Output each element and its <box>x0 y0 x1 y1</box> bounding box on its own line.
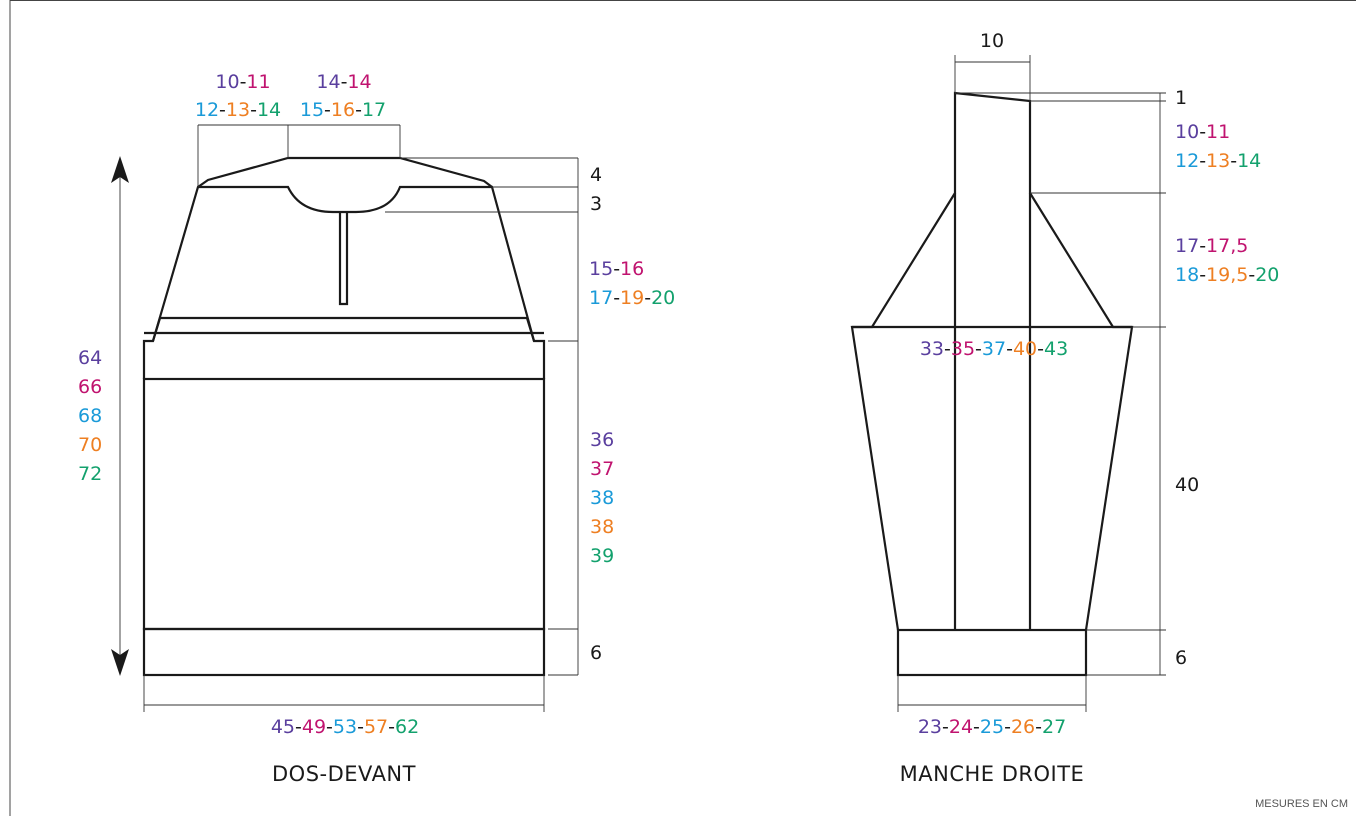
svg-text:70: 70 <box>78 434 102 456</box>
raglan-depth-label-line2: 18-19,5-20 <box>1175 264 1279 286</box>
total-length-labels: 64 66 68 70 72 <box>78 347 102 485</box>
units-note: MESURES EN CM <box>1255 798 1348 810</box>
svg-text:38: 38 <box>590 487 614 509</box>
shoulder-drop-label: 4 <box>590 164 602 186</box>
svg-text:39: 39 <box>590 545 614 567</box>
armhole-depth-label-line2: 17-19-20 <box>589 287 675 309</box>
body-length-labels: 36 37 38 38 39 <box>590 429 614 567</box>
svg-text:36: 36 <box>590 429 614 451</box>
sleeve-top-width-label: 10 <box>980 30 1004 52</box>
saddle-length-label-line2: 12-13-14 <box>1175 150 1261 172</box>
manche-droite-caption: MANCHE DROITE <box>900 762 1085 786</box>
dos-devant-caption: DOS-DEVANT <box>272 762 416 786</box>
svg-text:72: 72 <box>78 463 102 485</box>
sleeve-length-label: 40 <box>1175 474 1199 496</box>
dos-devant-dimension-lines <box>111 124 579 712</box>
svg-text:66: 66 <box>78 376 102 398</box>
svg-text:38: 38 <box>590 516 614 538</box>
arrow-down-icon <box>111 649 129 676</box>
shoulder-width-label-line1: 10-11 <box>215 71 270 93</box>
raglan-depth-label-line1: 17-17,5 <box>1175 235 1248 257</box>
armhole-depth-label-line1: 15-16 <box>589 258 644 280</box>
manche-droite-dimension-lines <box>897 55 1166 712</box>
cuff-height-label: 6 <box>1175 647 1187 669</box>
rib-height-label: 6 <box>590 642 602 664</box>
neck-width-label-line1: 14-14 <box>316 71 371 93</box>
dos-devant-piece <box>142 156 546 677</box>
neck-width-label-line2: 15-16-17 <box>300 99 386 121</box>
manche-droite-piece <box>850 91 1134 677</box>
svg-text:37: 37 <box>590 458 614 480</box>
arrow-up-icon <box>111 156 129 183</box>
neck-depth-label: 3 <box>590 193 602 215</box>
sleeve-top-slope-label: 1 <box>1175 87 1187 109</box>
saddle-length-label-line1: 10-11 <box>1175 121 1230 143</box>
upper-arm-width-label: 33-35-37-40-43 <box>920 338 1068 360</box>
svg-text:68: 68 <box>78 405 102 427</box>
shoulder-width-label-line2: 12-13-14 <box>195 99 281 121</box>
wrist-width-label: 23-24-25-26-27 <box>918 716 1066 738</box>
svg-text:64: 64 <box>78 347 102 369</box>
body-width-label: 45-49-53-57-62 <box>271 716 419 738</box>
